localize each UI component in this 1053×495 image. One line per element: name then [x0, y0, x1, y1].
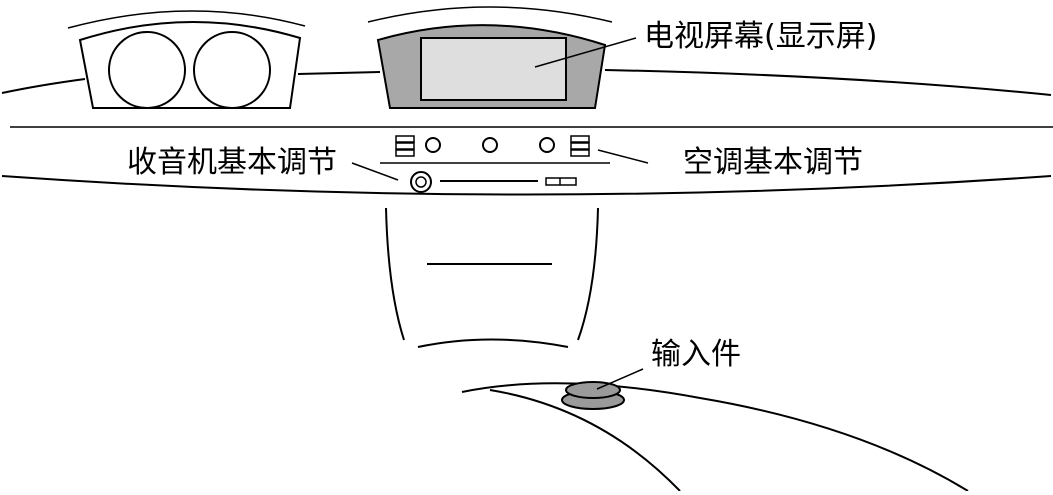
volume-knob — [410, 171, 432, 193]
armrest-tunnel — [461, 381, 969, 492]
ac-knob-small — [539, 137, 555, 153]
input-device-label: 输入件 — [651, 337, 741, 372]
volume-knob-center — [415, 176, 427, 188]
input-knob — [561, 381, 625, 410]
display-hood-arc — [367, 6, 613, 23]
center-console — [385, 207, 599, 348]
radio-controls-label: 收音机基本调节 — [127, 145, 337, 180]
center-display — [367, 6, 613, 109]
input-device-leader — [596, 368, 644, 390]
radio-button-stack — [395, 135, 415, 157]
radio-knob-small — [425, 137, 441, 153]
armrest-inner-curve — [489, 389, 681, 492]
input-knob-top — [565, 381, 621, 399]
tachometer-gauge — [193, 31, 271, 109]
tv-screen-leader — [534, 37, 637, 68]
speedometer-gauge — [108, 31, 186, 109]
control-buttons — [380, 135, 610, 193]
instrument-cluster — [67, 10, 306, 109]
eject-button — [545, 177, 577, 186]
cluster-hood-arc — [67, 10, 306, 29]
ac-controls-label: 空调基本调节 — [683, 145, 863, 180]
tv-screen — [420, 37, 567, 101]
tv-screen-label: 电视屏幕(显示屏) — [644, 19, 877, 54]
armrest-outer-curve — [461, 382, 969, 492]
ac-leader — [597, 149, 649, 164]
panel-bottom-curve — [1, 175, 1052, 196]
leader-lines — [351, 37, 649, 390]
dashboard-panel — [1, 126, 1053, 196]
radio-leader — [351, 162, 399, 181]
ac-button-stack — [570, 135, 590, 157]
center-knob-small — [482, 137, 498, 153]
console-left-edge — [385, 207, 405, 341]
dashboard-top-edge — [1, 69, 1052, 96]
cluster-housing — [78, 21, 302, 109]
console-lower-arc — [417, 338, 569, 348]
console-right-edge — [577, 207, 599, 341]
